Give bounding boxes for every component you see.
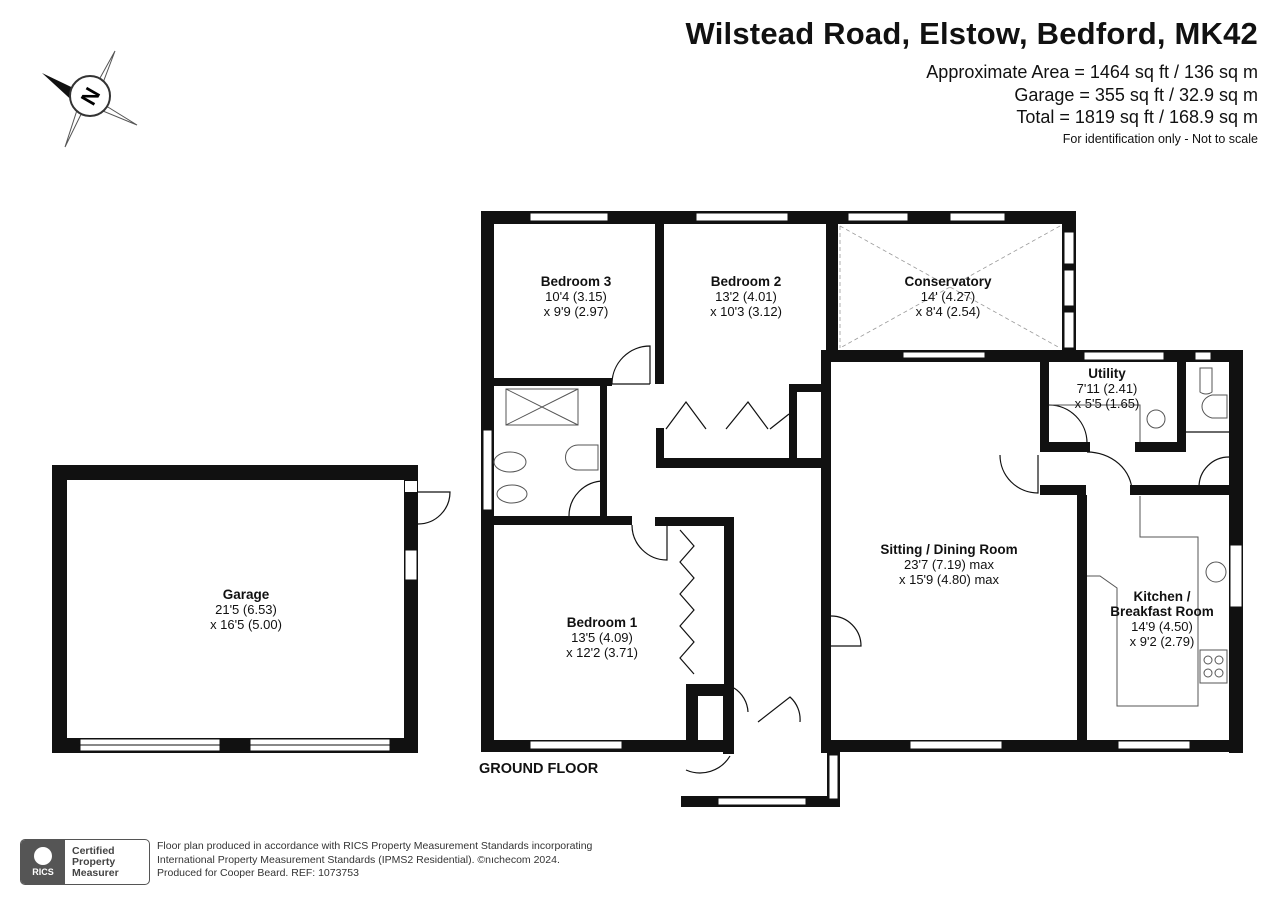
rics-logo: RICS [21, 840, 65, 884]
room-dimension: 14' (4.27) [920, 289, 976, 304]
room-name: Bedroom 1 [566, 615, 638, 630]
room-name: Utility [1088, 366, 1126, 381]
garage-area-text: Garage = 355 sq ft / 32.9 sq m [1014, 85, 1258, 105]
room-name: Bedroom 3 [540, 274, 612, 289]
room-dimension: x 9'9 (2.97) [543, 304, 609, 319]
bathroom-fixtures [493, 367, 1228, 684]
conservatory-roof-lines [839, 225, 1061, 349]
room-dimension: 14'9 (4.50) [1131, 619, 1193, 634]
room-label-bedroom3: Bedroom 3 10'4 (3.15) x 9'9 (2.97) [541, 274, 612, 319]
garage-door-window [79, 481, 451, 752]
room-label-bedroom1: Bedroom 1 13'5 (4.09) x 12'2 (3.71) [566, 615, 638, 660]
room-name: Bedroom 2 [710, 274, 782, 289]
room-name: Conservatory [904, 274, 992, 289]
door-swings [568, 345, 1230, 774]
north-compass-icon: N [42, 50, 138, 148]
rics-emblem-icon [34, 847, 52, 865]
room-label-kitchen: Kitchen / Breakfast Room 14'9 (4.50) x 9… [1110, 589, 1214, 649]
footer-line: Produced for Cooper Beard. REF: 1073753 [157, 867, 359, 879]
approximate-area-text: Approximate Area = 1464 sq ft / 136 sq m [926, 62, 1258, 82]
room-dimension: x 15'9 (4.80) max [898, 572, 1000, 587]
windows [482, 212, 1243, 806]
room-dimension: 13'2 (4.01) [715, 289, 777, 304]
room-label-sitting-dining: Sitting / Dining Room 23'7 (7.19) max x … [880, 542, 1017, 587]
rics-certified-badge: RICS Certified Property Measurer [20, 839, 150, 885]
room-dimension: 23'7 (7.19) max [904, 557, 994, 572]
room-name: Garage [222, 587, 270, 602]
kitchen-counters [1049, 404, 1199, 707]
room-dimension: x 12'2 (3.71) [566, 645, 638, 660]
wardrobe-doors [665, 400, 790, 675]
room-name: Breakfast Room [1110, 604, 1214, 619]
room-dimension: 7'11 (2.41) [1076, 381, 1138, 396]
footer-credits: Floor plan produced in accordance with R… [157, 840, 592, 881]
floor-label: GROUND FLOOR [479, 761, 599, 777]
garage-walls [52, 465, 418, 753]
badge-line: Measurer [72, 866, 119, 879]
room-dimension: x 16'5 (5.00) [210, 617, 282, 632]
room-dimension: x 9'2 (2.79) [1129, 634, 1195, 649]
rics-logo-text: RICS [32, 867, 54, 877]
room-dimension: 13'5 (4.09) [571, 630, 633, 645]
room-label-garage: Garage 21'5 (6.53) x 16'5 (5.00) [210, 587, 282, 632]
room-dimension: 10'4 (3.15) [545, 289, 607, 304]
scale-disclaimer: For identification only - Not to scale [1062, 132, 1258, 146]
badge-line: Property [72, 855, 116, 868]
room-dimension: x 5'5 (1.65) [1074, 396, 1140, 411]
footer-line: International Property Measurement Stand… [157, 853, 560, 866]
badge-line: Certified [72, 844, 115, 857]
footer-line: Floor plan produced in accordance with R… [157, 840, 593, 852]
room-dimension: x 10'3 (3.12) [710, 304, 782, 319]
room-dimension: x 8'4 (2.54) [915, 304, 981, 319]
room-name: Kitchen / [1133, 589, 1191, 604]
room-label-bedroom2: Bedroom 2 13'2 (4.01) x 10'3 (3.12) [710, 274, 782, 319]
room-name: Sitting / Dining Room [880, 542, 1018, 557]
property-title: Wilstead Road, Elstow, Bedford, MK42 [685, 16, 1258, 51]
room-label-utility: Utility 7'11 (2.41) x 5'5 (1.65) [1075, 366, 1140, 411]
room-dimension: 21'5 (6.53) [215, 602, 277, 617]
total-area-text: Total = 1819 sq ft / 168.9 sq m [1016, 107, 1258, 127]
room-label-conservatory: Conservatory 14' (4.27) x 8'4 (2.54) [904, 274, 991, 319]
